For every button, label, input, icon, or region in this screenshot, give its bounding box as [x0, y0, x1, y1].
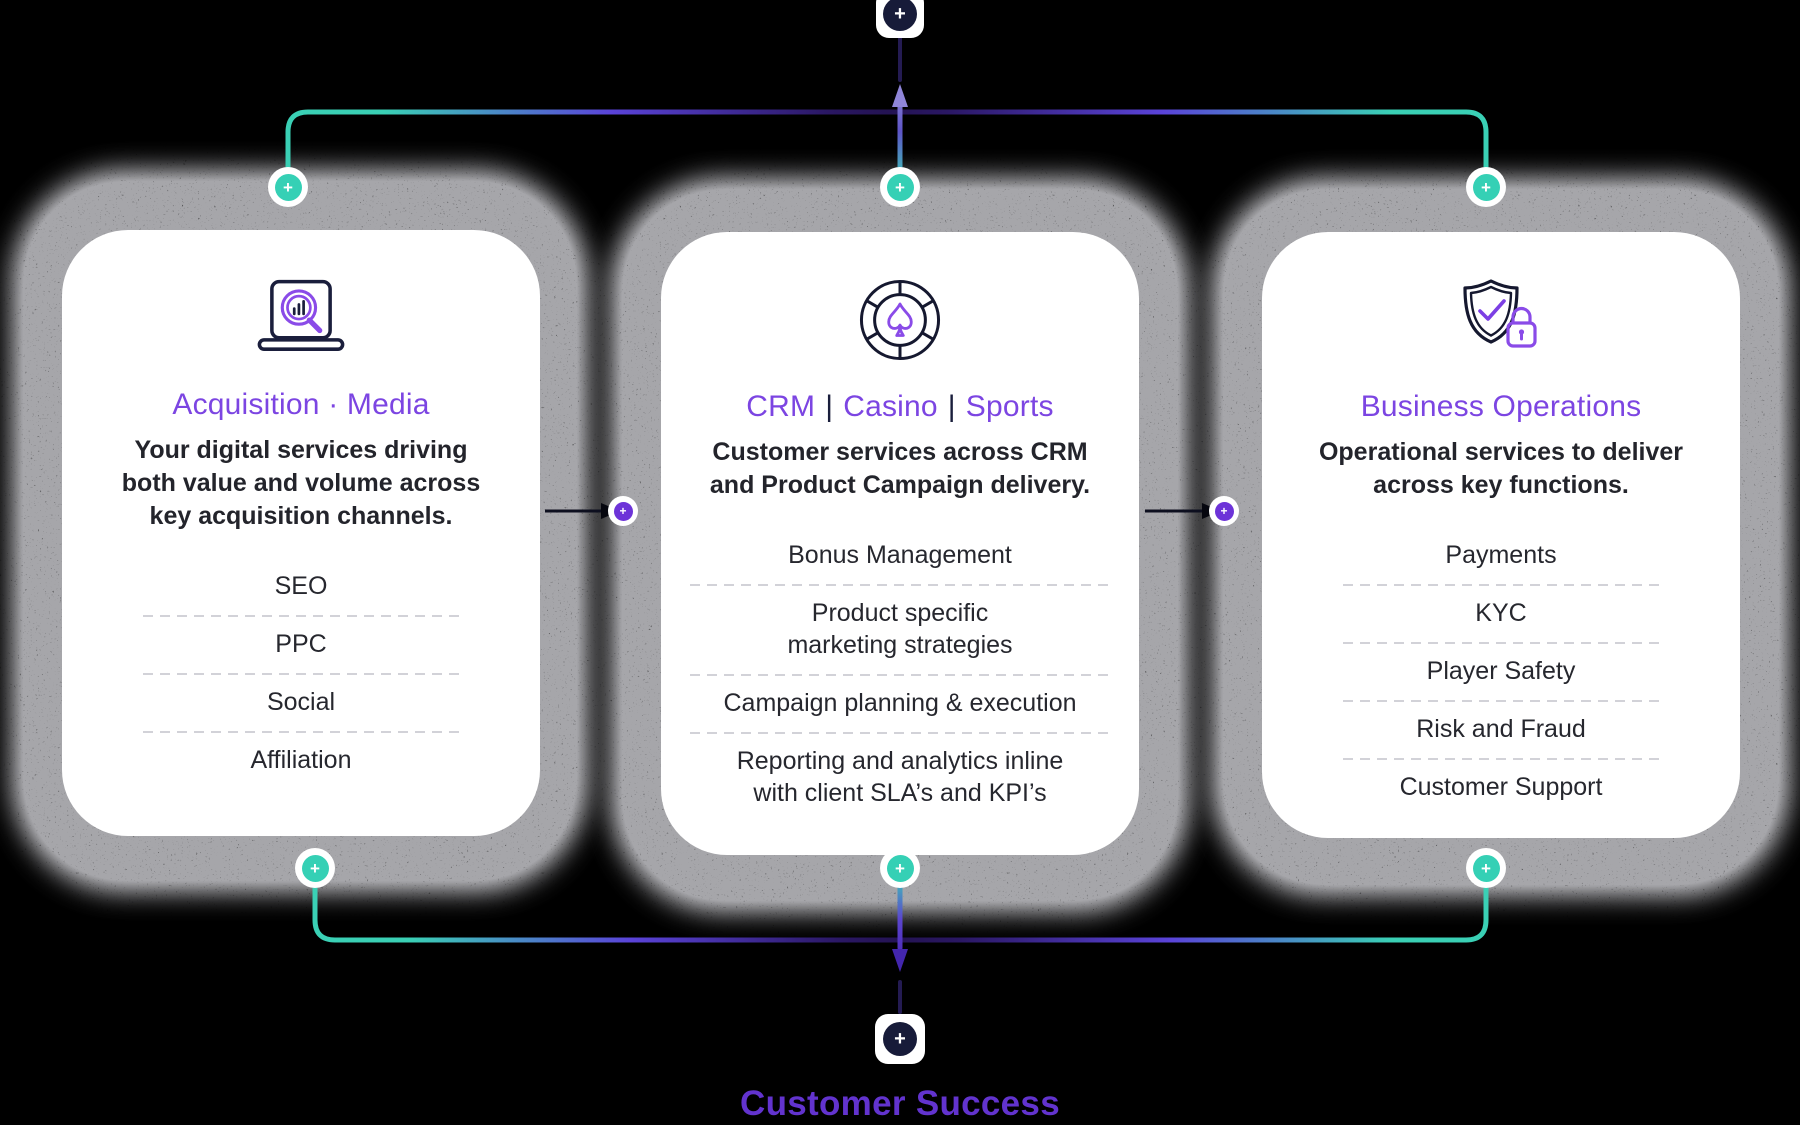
- plus-icon: +: [894, 3, 906, 25]
- card-title: Acquisition · Media: [172, 388, 430, 421]
- service-item: PPC: [143, 615, 460, 673]
- service-item: SEO: [274, 572, 328, 600]
- plus-icon: +: [894, 1028, 906, 1050]
- plus-icon: +: [1481, 177, 1491, 197]
- card1-top-plus-node[interactable]: +: [268, 167, 308, 207]
- plus-icon: +: [283, 177, 293, 197]
- card1-bottom-plus-node[interactable]: +: [295, 848, 335, 888]
- service-item: Player Safety: [1343, 642, 1660, 700]
- card-acquisition-media: Acquisition · Media Your digital service…: [62, 230, 540, 836]
- customer-success-label: Customer Success: [740, 1084, 1060, 1123]
- service-item: Affiliation: [143, 731, 460, 789]
- service-item: Payments: [1445, 541, 1557, 569]
- card3-top-plus-node[interactable]: +: [1466, 167, 1506, 207]
- service-item: Risk and Fraud: [1343, 700, 1660, 758]
- plus-icon: +: [619, 504, 627, 518]
- service-item: Reporting and analytics inline with clie…: [689, 732, 1111, 822]
- top-plus-node[interactable]: +: [876, 0, 924, 38]
- card2-bottom-plus-node[interactable]: +: [880, 848, 920, 888]
- card-description: Customer services across CRM and Product…: [709, 438, 1091, 499]
- card-description: Your digital services driving both value…: [121, 436, 481, 530]
- casino-chip-spade-icon: [853, 272, 947, 368]
- service-item: KYC: [1343, 584, 1660, 642]
- top-connector: [285, 34, 1489, 190]
- card-crm-casino-sports: CRM|Casino|Sports Customer services acro…: [661, 232, 1139, 855]
- card3-bottom-plus-node[interactable]: +: [1466, 848, 1506, 888]
- service-item: Campaign planning & execution: [689, 674, 1111, 732]
- right-link-plus-node[interactable]: +: [1209, 496, 1239, 526]
- service-item: Customer Support: [1343, 758, 1660, 816]
- card-business-operations: Business Operations Operational services…: [1262, 232, 1740, 838]
- shield-check-lock-icon: [1451, 272, 1551, 368]
- plus-icon: +: [1220, 504, 1228, 518]
- card2-top-plus-node[interactable]: +: [880, 167, 920, 207]
- service-item: Product specific marketing strategies: [689, 584, 1111, 674]
- plus-icon: +: [895, 177, 905, 197]
- service-item: Bonus Management: [788, 541, 1012, 569]
- plus-icon: +: [1481, 858, 1491, 878]
- laptop-analytics-icon: [249, 270, 353, 366]
- plus-icon: +: [310, 858, 320, 878]
- card-description: Operational services to deliver across k…: [1318, 438, 1684, 499]
- left-link-plus-node[interactable]: +: [608, 496, 638, 526]
- service-item: Social: [143, 673, 460, 731]
- card-title: Business Operations: [1360, 390, 1642, 423]
- card-title: CRM|Casino|Sports: [746, 390, 1054, 423]
- plus-icon: +: [895, 858, 905, 878]
- bottom-plus-node[interactable]: +: [875, 1014, 925, 1064]
